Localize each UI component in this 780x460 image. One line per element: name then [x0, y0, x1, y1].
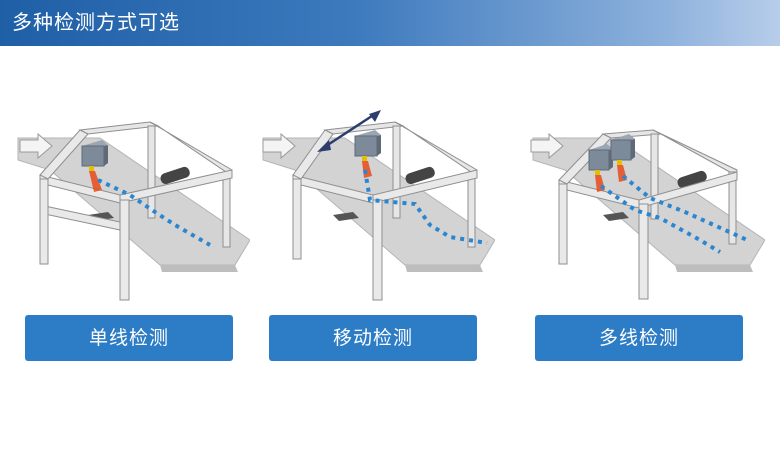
- page-title: 多种检测方式可选: [12, 10, 180, 34]
- multi-line-detection-button[interactable]: 多线检测: [535, 315, 743, 361]
- header-bar: 多种检测方式可选: [0, 0, 780, 46]
- multi-line-illustration: [525, 100, 765, 305]
- single-line-detection-button[interactable]: 单线检测: [25, 315, 233, 361]
- single-line-illustration: [10, 100, 250, 305]
- moving-detection-illustration: [255, 100, 495, 305]
- moving-detection-button[interactable]: 移动检测: [269, 315, 477, 361]
